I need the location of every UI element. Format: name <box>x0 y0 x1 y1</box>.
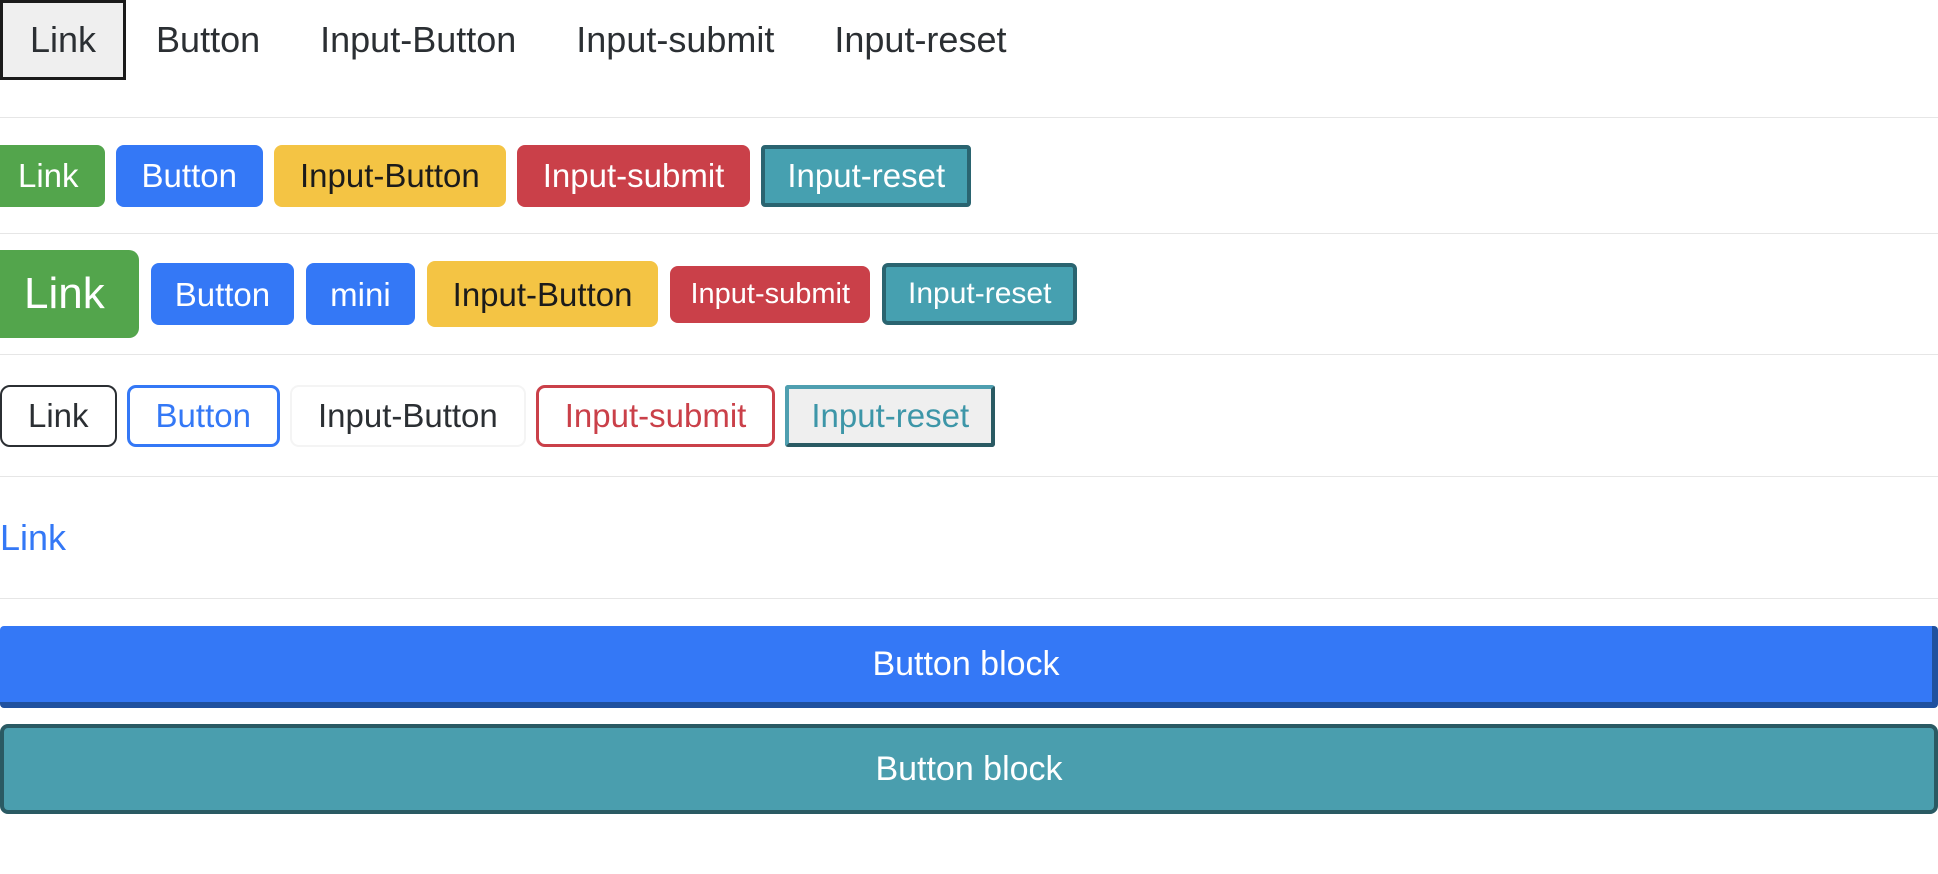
outline-link[interactable]: Link <box>0 384 117 447</box>
outline-input-submit[interactable]: Input-submit <box>535 384 776 447</box>
solid-md-input-button[interactable]: Input-Button <box>273 144 506 207</box>
solid-lg-button[interactable]: Button <box>150 263 295 325</box>
plain-link-row: Link <box>0 477 1938 598</box>
solid-md-link[interactable]: Link <box>0 144 105 207</box>
nav-link[interactable]: Link <box>0 0 127 80</box>
solid-medium-row: Link Button Input-Button Input-submit In… <box>0 118 1938 233</box>
block-button-group: Button block Button block <box>0 599 1938 814</box>
solid-md-button[interactable]: Button <box>115 144 263 207</box>
solid-lg-input-button[interactable]: Input-Button <box>426 261 659 327</box>
nav-input-submit[interactable]: Input-submit <box>546 0 804 80</box>
nav-button[interactable]: Button <box>126 0 290 80</box>
nav-input-reset[interactable]: Input-reset <box>804 0 1036 80</box>
block-button-teal[interactable]: Button block <box>0 724 1938 814</box>
bare-link[interactable]: Link <box>0 516 67 558</box>
solid-lg-link[interactable]: Link <box>0 250 139 338</box>
outline-row: Link Button Input-Button Input-submit In… <box>0 355 1938 476</box>
solid-size-variants-row: Link Button mini Input-Button Input-subm… <box>0 234 1938 354</box>
solid-mini-button[interactable]: mini <box>306 263 415 325</box>
block-button-blue[interactable]: Button block <box>0 626 1938 708</box>
divider-2 <box>0 233 1938 234</box>
nav-input-button[interactable]: Input-Button <box>290 0 546 80</box>
divider-4 <box>0 476 1938 477</box>
solid-lg-input-reset[interactable]: Input-reset <box>882 263 1078 325</box>
outline-button[interactable]: Button <box>126 384 280 447</box>
divider-1 <box>0 117 1938 118</box>
outline-input-reset[interactable]: Input-reset <box>785 384 996 447</box>
solid-lg-input-submit[interactable]: Input-submit <box>670 265 871 323</box>
plain-nav-row: Link Button Input-Button Input-submit In… <box>0 0 1938 117</box>
divider-5 <box>0 598 1938 599</box>
outline-input-button[interactable]: Input-Button <box>289 384 526 447</box>
solid-md-input-reset[interactable]: Input-reset <box>761 144 972 207</box>
solid-md-input-submit[interactable]: Input-submit <box>516 144 751 207</box>
divider-3 <box>0 354 1938 355</box>
